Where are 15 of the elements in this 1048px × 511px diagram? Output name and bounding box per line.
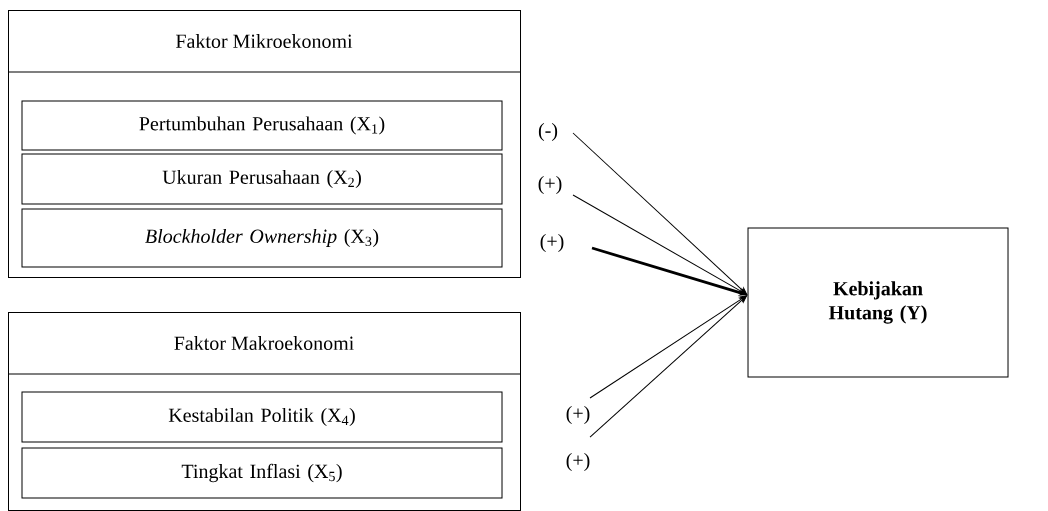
arrow — [589, 295, 747, 399]
factor-box: Kestabilan Politik (X$_{4}$) — [21, 391, 503, 443]
arrow — [589, 295, 747, 438]
factor-box: Tingkat Inflasi (X$_{5}$) — [21, 447, 503, 499]
edge-label: (-) — [537, 121, 559, 143]
edge-label: (+) — [538, 232, 566, 254]
edge-label: (+) — [536, 174, 564, 196]
factor-box: Blockholder Ownership (X$_{3}$) — [21, 208, 503, 268]
edge-label: (+) — [564, 404, 592, 426]
arrow — [572, 194, 747, 295]
arrow — [572, 132, 747, 295]
variable-box: Kebijakan Hutang (Y) — [747, 227, 1009, 378]
edge-label: (+) — [564, 451, 592, 473]
factor-box: Pertumbuhan Perusahaan (X$_{1}$) — [21, 100, 503, 151]
factor-box: Ukuran Perusahaan (X$_{2}$) — [21, 153, 503, 205]
